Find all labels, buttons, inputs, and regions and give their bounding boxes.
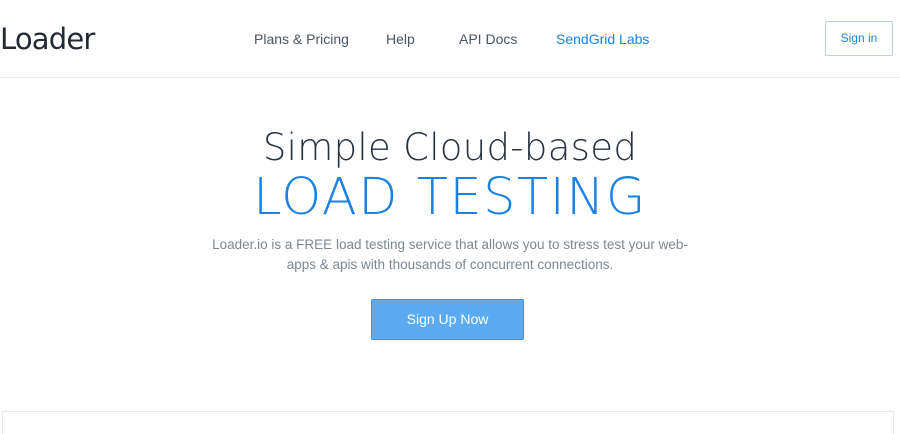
nav-sendgrid-labs[interactable]: SendGrid Labs	[556, 31, 650, 47]
sign-up-now-button[interactable]: Sign Up Now	[371, 299, 524, 340]
logo[interactable]: Loader	[0, 22, 95, 56]
content-panel	[2, 411, 894, 434]
nav-help[interactable]: Help	[386, 31, 415, 47]
header: Loader Plans & Pricing Help API Docs Sen…	[0, 0, 900, 78]
hero-description: Loader.io is a FREE load testing service…	[212, 237, 688, 272]
hero-subtitle: LOAD TESTING	[253, 168, 647, 227]
sign-in-button[interactable]: Sign in	[825, 21, 893, 56]
main-nav: Plans & Pricing Help API Docs SendGrid L…	[0, 28, 900, 50]
nav-plans-pricing[interactable]: Plans & Pricing	[254, 31, 349, 47]
hero-title: Simple Cloud-based	[262, 126, 638, 169]
nav-api-docs[interactable]: API Docs	[459, 31, 518, 47]
